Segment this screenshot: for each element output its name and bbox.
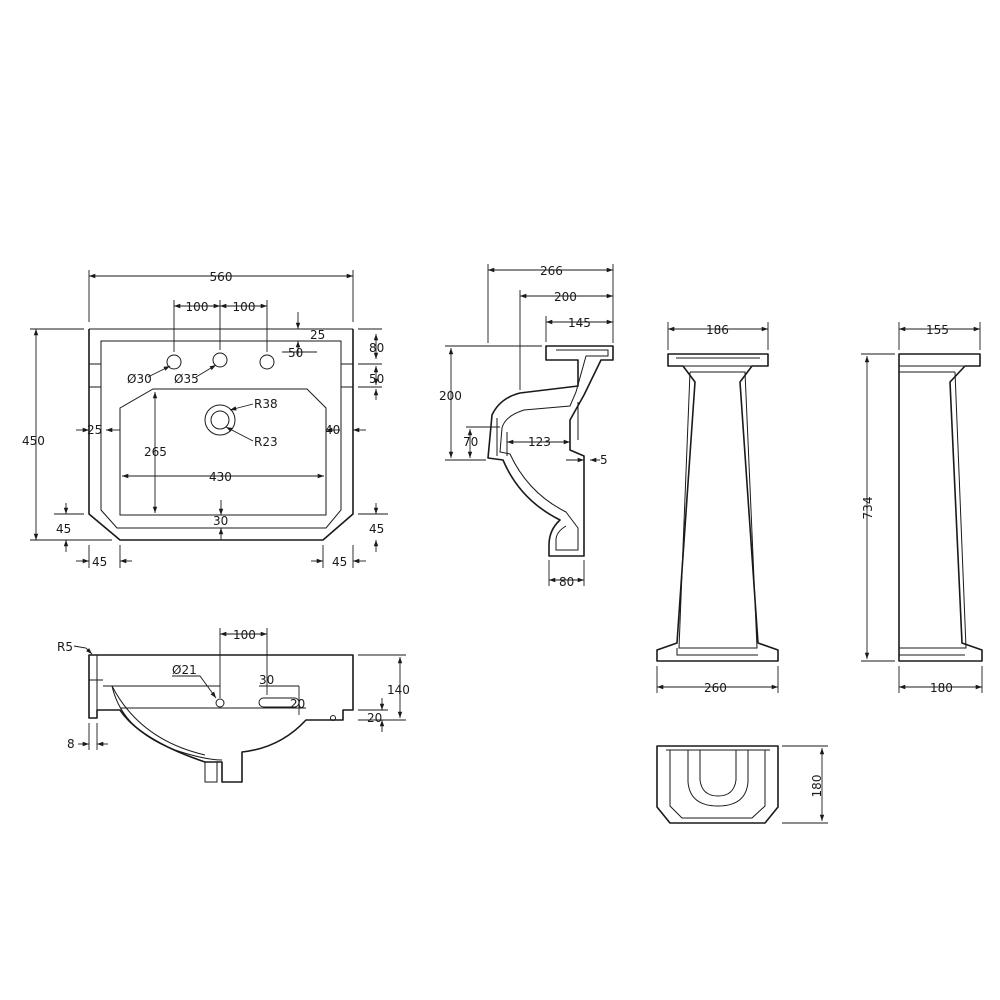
dim-rim-depth-lower: 50 [369,372,384,386]
waste-inner [210,410,230,430]
dim-side-top-depth: 145 [568,316,591,330]
waste-outer [204,404,236,436]
dim-front-foot: 8 [67,737,75,751]
dim-front-height: 140 [387,683,410,697]
dim-overall-depth: 450 [22,434,45,448]
dim-front-slot-height: 20 [290,697,305,711]
dim-side-waste-height: 70 [463,435,478,449]
dim-side-waste-length: 123 [528,435,551,449]
dim-side-foot: 80 [559,575,574,589]
pedestal-plan-cavity [687,750,749,807]
dim-tap-spacing-right: 100 [233,300,256,314]
dim-front-lower-rim: 20 [367,711,382,725]
label-waste-inner-radius: R23 [254,435,278,449]
front-bowl-curve [103,685,223,761]
label-waste-outer-radius: R38 [254,397,278,411]
side-profile-outline [487,345,614,557]
pedestal-front-outline [656,353,779,662]
dim-side-height: 200 [439,389,462,403]
pedestal-plan-view: 180 [656,745,828,824]
tap-hole-right [259,354,275,370]
dim-corner-left-horizontal: 45 [92,555,107,569]
basin-plan-view: 560 100 100 25 50 80 50 450 Ø30 Ø35 [22,270,388,569]
pedestal-side-outline [898,353,983,662]
dim-corner-right-horizontal: 45 [332,555,347,569]
dim-top-edge-to-tap: 25 [310,328,325,342]
front-outline [88,654,354,783]
dim-pedestal-top-width: 186 [706,323,729,337]
dim-pedestal-height: 734 [861,497,875,520]
dim-side-mid-depth: 200 [554,290,577,304]
dim-bowl-right-margin: 40 [325,423,340,437]
basin-side-view: 266 200 145 200 70 123 5 80 [439,264,614,589]
tap-hole-centre [212,352,228,368]
pedestal-side-view: 155 734 180 [861,322,983,695]
side-profile-inner [499,349,609,551]
dim-side-total-depth: 266 [540,264,563,278]
dim-corner-left-vertical: 45 [56,522,71,536]
dim-bowl-depth: 265 [144,445,167,459]
basin-rim-line [100,340,342,529]
dim-bowl-left-margin: 25 [87,423,102,437]
tap-hole-left [166,354,182,370]
dim-rim-depth: 80 [369,341,384,355]
dim-pedestal-base-width: 260 [704,681,727,695]
dim-basin-width: 560 [210,270,233,284]
basin-bowl [119,388,327,516]
dim-front-slot-width: 30 [259,673,274,687]
dim-side-wall: 5 [600,453,608,467]
basin-outline [88,329,354,541]
dim-front-overflow-offset: 100 [233,628,256,642]
label-tap-hole-centre: Ø35 [174,372,199,386]
label-front-radius: R5 [57,640,73,654]
dim-pedestal-side-base: 180 [930,681,953,695]
basin-front-view: R5 100 Ø21 30 20 140 20 8 [57,628,410,783]
pedestal-plan-outline [656,745,779,824]
dim-tap-offset: 50 [288,346,303,360]
dim-corner-right-vertical: 45 [369,522,384,536]
front-overflow-hole [215,698,225,708]
dim-bowl-width: 430 [209,470,232,484]
dim-pedestal-side-top: 155 [926,323,949,337]
label-tap-hole-left: Ø30 [127,372,152,386]
pedestal-front-view: 186 260 [656,322,779,695]
label-front-overflow-diameter: Ø21 [172,663,197,677]
dim-pedestal-plan-depth: 180 [810,775,824,798]
dim-front-lip: 30 [213,514,228,528]
dim-tap-spacing-left: 100 [186,300,209,314]
